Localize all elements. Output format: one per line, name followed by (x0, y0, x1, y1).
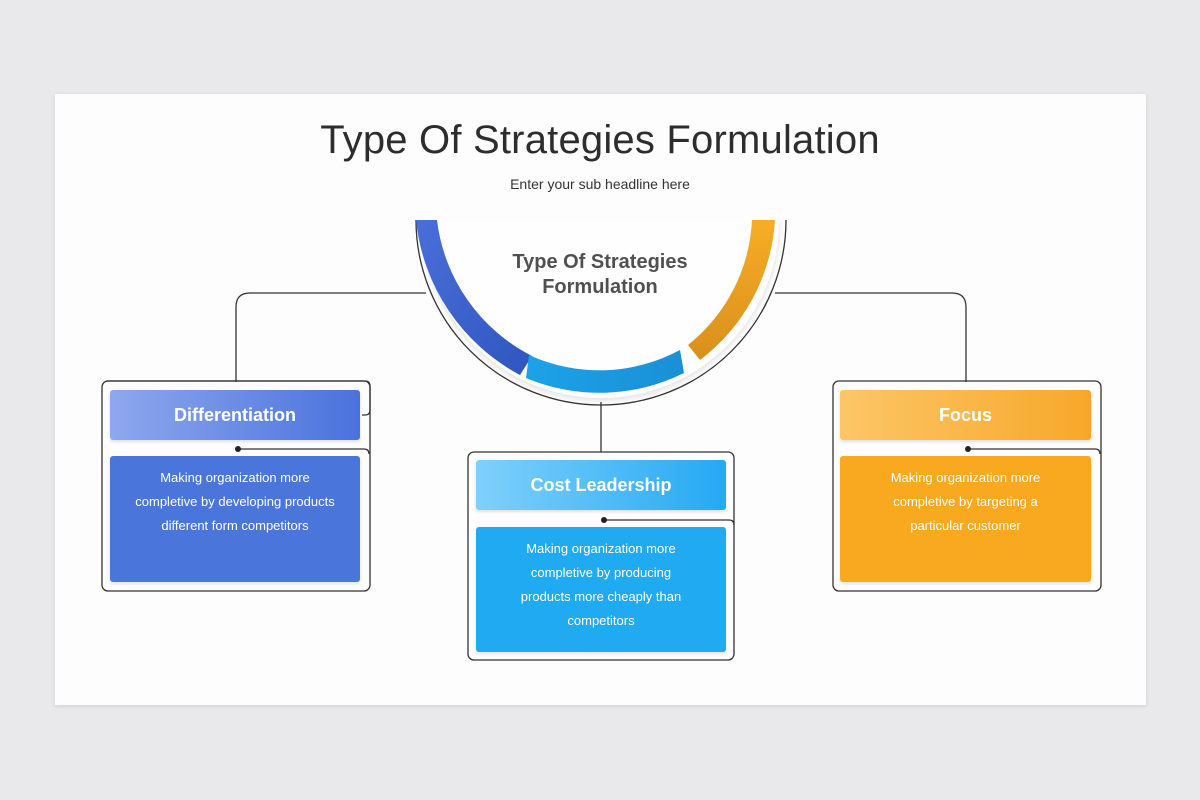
center-outer-ring (415, 219, 787, 406)
node-text-line: Making organization more (526, 541, 676, 556)
node-text-line: products more cheaply than (520, 589, 682, 604)
page-subtitle: Enter your sub headline here (510, 176, 690, 192)
node-text-line: particular customer (910, 518, 1021, 533)
arc-segment-blue (416, 220, 532, 375)
connector-left (235, 292, 426, 382)
frame-cost-divider (604, 519, 735, 526)
node-title-cost-leadership: Cost Leadership (476, 460, 726, 510)
node-text-line: completive by targeting a (893, 494, 1038, 509)
node-text-line: Making organization more (890, 470, 1041, 485)
node-body-cost-leadership: Making organization more completive by p… (476, 527, 726, 652)
node-text-line: completive by producing (530, 565, 672, 580)
node-body-differentiation: Making organization more completive by d… (110, 456, 360, 582)
frame-differentiation-divider (238, 448, 370, 455)
dot-focus (965, 446, 971, 452)
node-text-line: competitors (567, 613, 635, 628)
node-title-differentiation: Differentiation (110, 390, 360, 440)
center-label-line2: Formulation (542, 276, 658, 298)
center-label-line1: Type Of Strategies (512, 251, 688, 273)
arc-segment-orange (688, 220, 775, 360)
node-body-focus: Making organization more completive by t… (840, 456, 1091, 582)
frame-focus-divider (968, 448, 1101, 455)
node-text-line: Making organization more (160, 470, 310, 485)
frame-differentiation-body (101, 380, 371, 592)
dot-cost (601, 517, 607, 523)
page-title: Type Of Strategies Formulation (320, 118, 880, 162)
frame-focus-body (832, 380, 1102, 592)
frame-cost-body (467, 451, 735, 661)
arc-segment-sky (526, 350, 684, 393)
node-text-line: completive by developing products (135, 494, 335, 509)
node-text-line: different form competitors (161, 518, 309, 533)
center-label: Type Of Strategies Formulation (480, 250, 720, 300)
connector-right (775, 292, 967, 382)
dot-differentiation (235, 446, 241, 452)
node-title-focus: Focus (840, 390, 1091, 440)
